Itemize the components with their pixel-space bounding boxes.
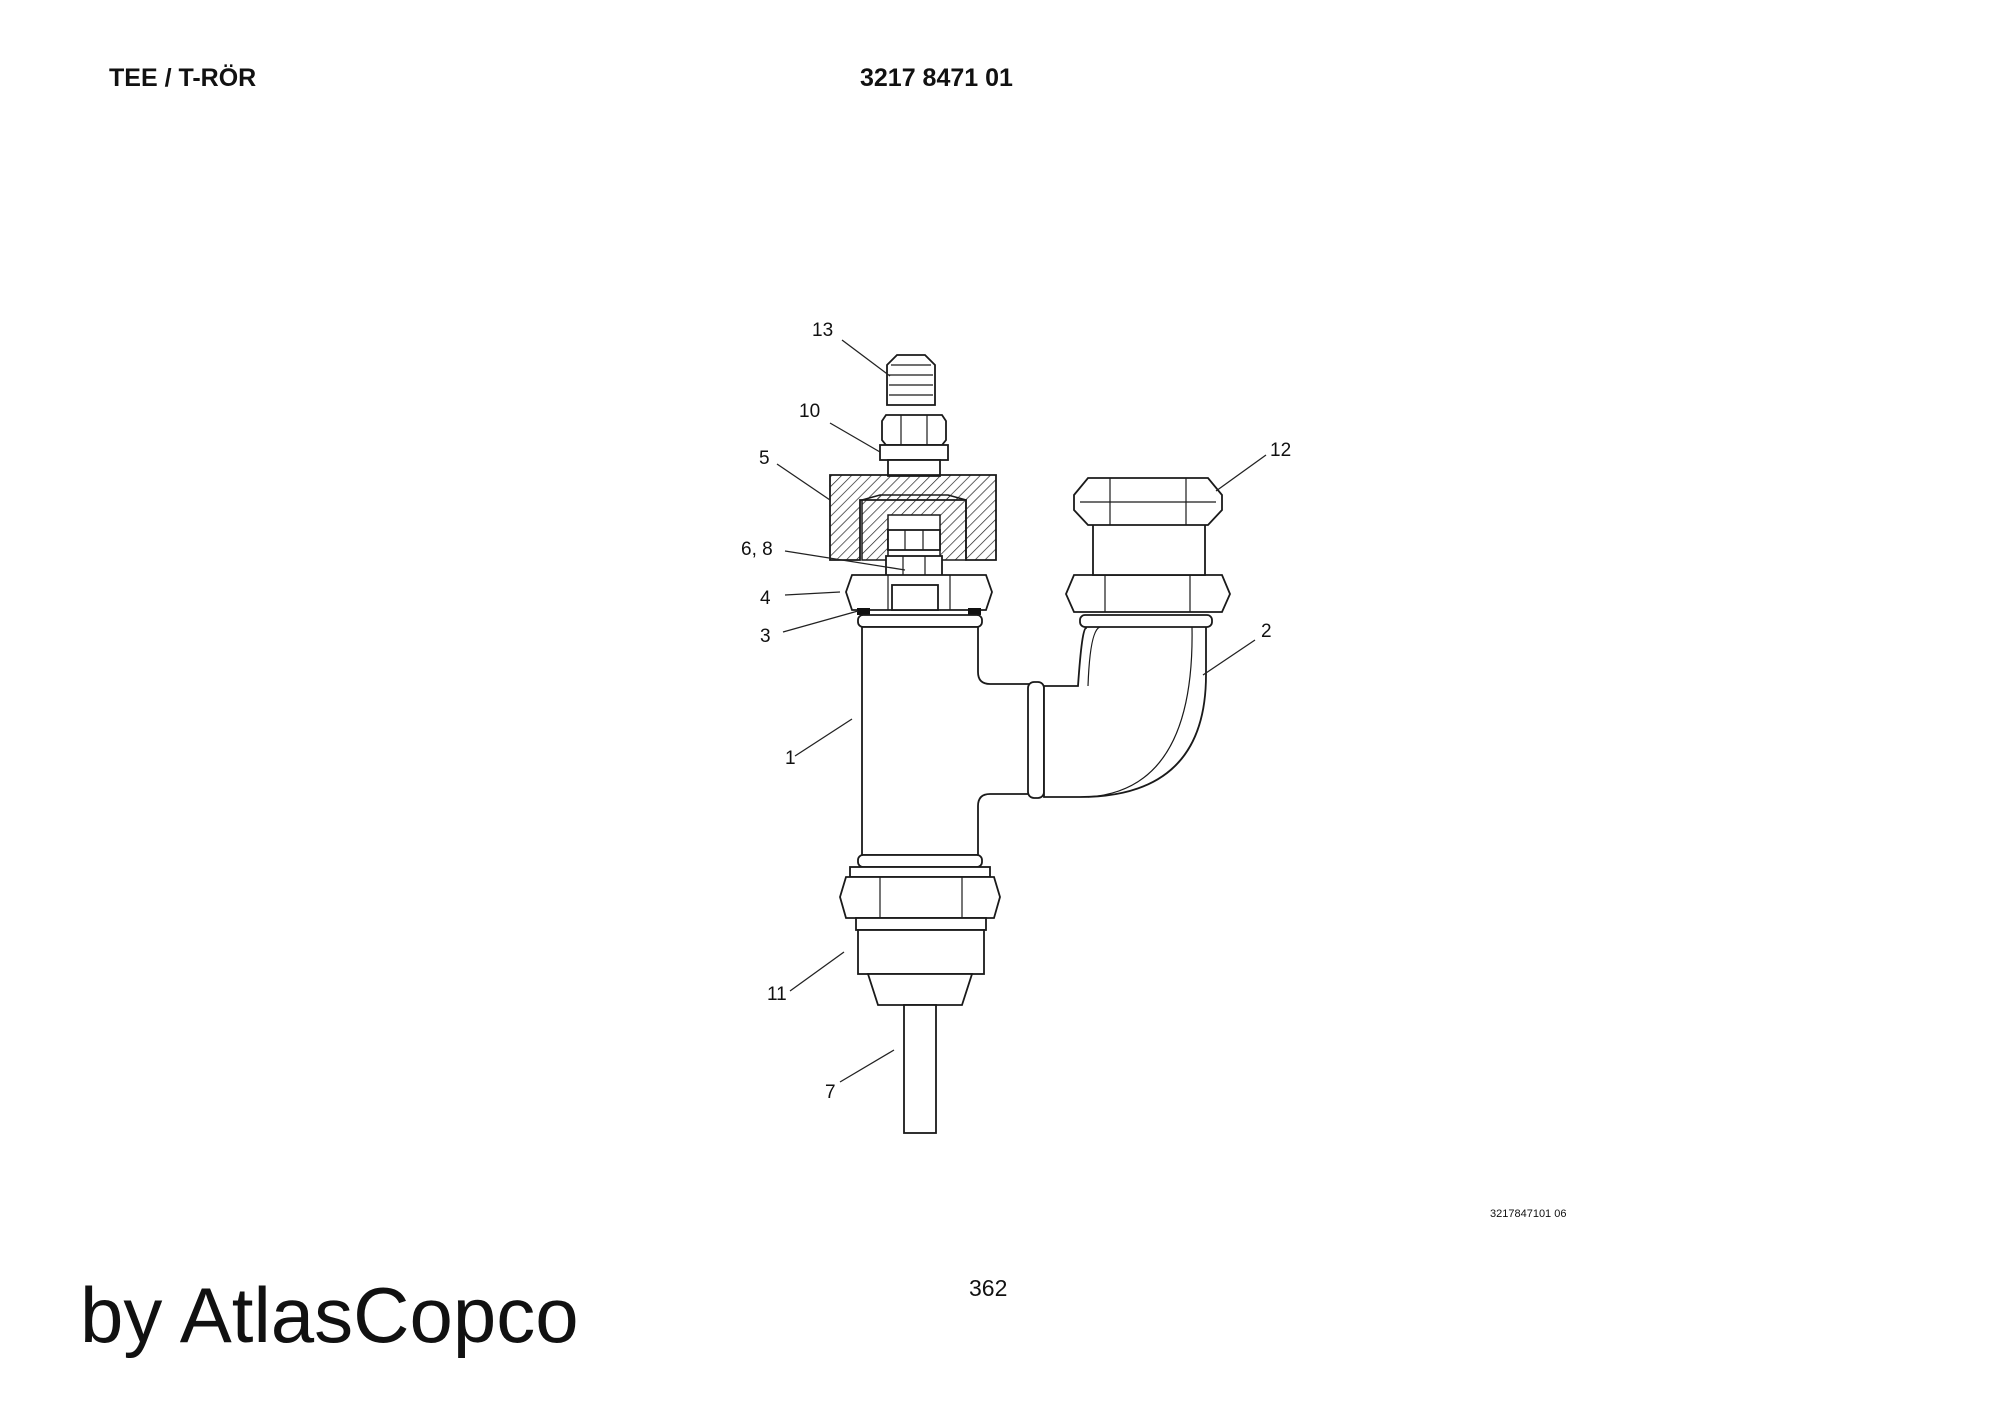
callout-10: 10 [799,401,820,422]
callout-2: 2 [1261,621,1272,642]
part-4-hex-nut [845,574,993,611]
callout-7: 7 [825,1082,836,1103]
part-11-lower-fitting [839,866,1001,1006]
callout-3: 3 [760,626,771,647]
callout-13: 13 [812,320,833,341]
callout-5: 5 [759,448,770,469]
part-12-swivel-nut [1065,477,1231,613]
part-10-hex-adapter [879,414,949,477]
page-number: 362 [969,1275,1008,1301]
part-3-seal-ring [857,608,981,615]
drawing-reference-code: 3217847101 06 [1490,1208,1567,1220]
part-1-tee-body [857,614,1045,868]
part-2-elbow [1043,614,1213,798]
brand-watermark: by AtlasCopco [80,1271,579,1359]
part-7-tube [903,1004,937,1134]
callout-12: 12 [1270,440,1291,461]
part-number: 3217 8471 01 [860,64,1013,92]
callout-1: 1 [785,748,796,769]
callout-4: 4 [760,588,771,609]
page-title: TEE / T-RÖR [109,64,257,92]
leader-lines [776,339,1267,1083]
callout-6-8: 6, 8 [741,539,773,560]
callout-11: 11 [767,984,787,1005]
part-13-nipple [886,354,936,406]
part-5-section-nut [829,474,997,583]
